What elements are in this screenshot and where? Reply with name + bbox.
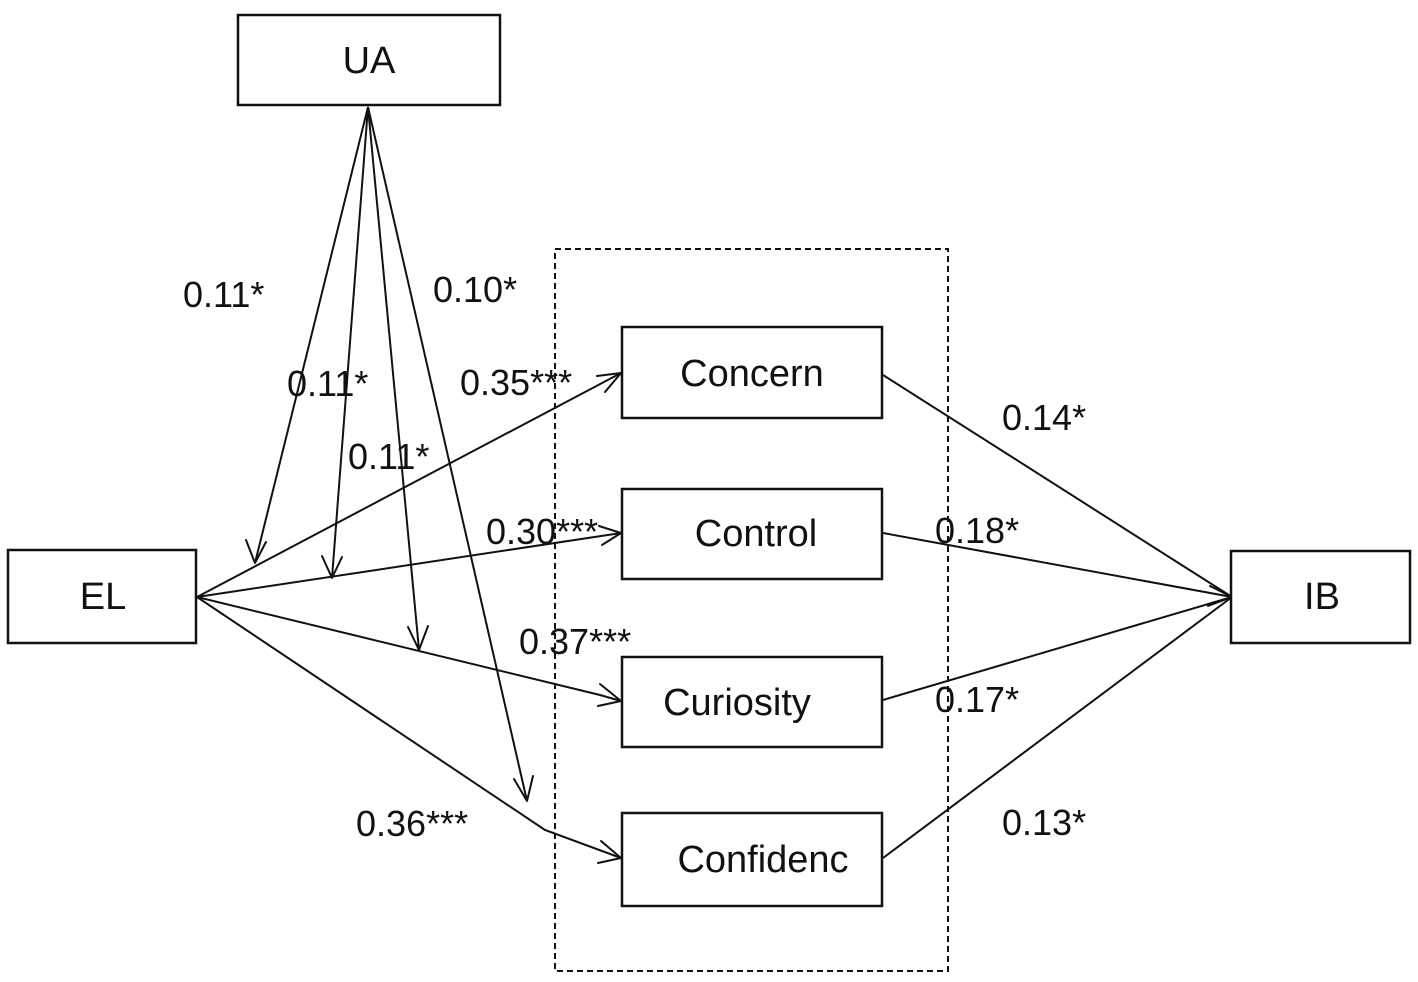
coef-curiosity-ib: 0.17*	[935, 679, 1019, 720]
edge-ua-mod-confidence	[367, 106, 528, 802]
edges-mediators-to-ib	[882, 374, 1233, 859]
node-ib-label: IB	[1304, 576, 1340, 618]
node-el-label: EL	[80, 576, 126, 618]
node-control: Control	[620, 487, 884, 581]
node-confidence: Confidenc	[620, 811, 884, 908]
node-concern: Concern	[620, 325, 884, 420]
edge-concern-ib	[882, 374, 1233, 598]
node-ib: IB	[1229, 549, 1412, 645]
arrowhead-ua-mod-control	[321, 555, 343, 579]
node-ua: UA	[236, 13, 502, 107]
arrowhead-ua-mod-confidence	[513, 775, 534, 802]
edge-ua-mod-control	[331, 106, 369, 579]
mediator-group-dashed-box	[554, 248, 949, 972]
edge-ua-mod-concern	[254, 106, 369, 564]
edge-curiosity-ib	[882, 596, 1233, 701]
node-el: EL	[6, 548, 198, 645]
edge-ua-mod-curiosity	[367, 106, 420, 651]
arrowhead-el-concern	[596, 372, 622, 393]
coef-ua-mod-concern: 0.11*	[183, 274, 264, 315]
node-confidence-label: Confidenc	[677, 839, 848, 881]
coef-ua-mod-curiosity: 0.11*	[348, 436, 429, 477]
edge-el-curiosity	[196, 596, 622, 702]
edge-el-concern	[196, 372, 622, 598]
coef-concern-ib: 0.14*	[1002, 397, 1086, 438]
arrowhead-ua-mod-curiosity	[407, 625, 429, 651]
coef-control-ib: 0.18*	[935, 510, 1019, 551]
arrowhead-el-confidence	[597, 840, 622, 864]
node-curiosity: Curiosity	[620, 655, 884, 749]
coef-confidence-ib: 0.13*	[1002, 802, 1086, 843]
coef-ua-mod-control: 0.11*	[287, 363, 368, 404]
edges-el-to-mediators	[196, 372, 622, 864]
node-ua-label: UA	[343, 40, 396, 82]
edge-control-ib	[882, 532, 1233, 598]
node-control-label: Control	[695, 513, 818, 555]
edge-confidence-ib	[882, 596, 1233, 859]
coef-el-control: 0.30***	[486, 511, 598, 552]
coef-el-concern: 0.35***	[460, 362, 572, 403]
edges-ua-moderation	[245, 106, 534, 802]
arrowhead-ua-mod-concern	[245, 539, 267, 564]
node-curiosity-label: Curiosity	[663, 682, 811, 724]
node-concern-label: Concern	[680, 353, 824, 395]
coefficient-labels: 0.11* 0.10* 0.11* 0.35*** 0.11* 0.30*** …	[183, 269, 1086, 844]
coef-el-curiosity: 0.37***	[519, 621, 631, 662]
edge-el-confidence	[196, 596, 622, 859]
edge-el-control	[196, 532, 622, 598]
coef-el-confidence: 0.36***	[356, 803, 468, 844]
coef-ua-mod-confidence: 0.10*	[433, 269, 517, 310]
